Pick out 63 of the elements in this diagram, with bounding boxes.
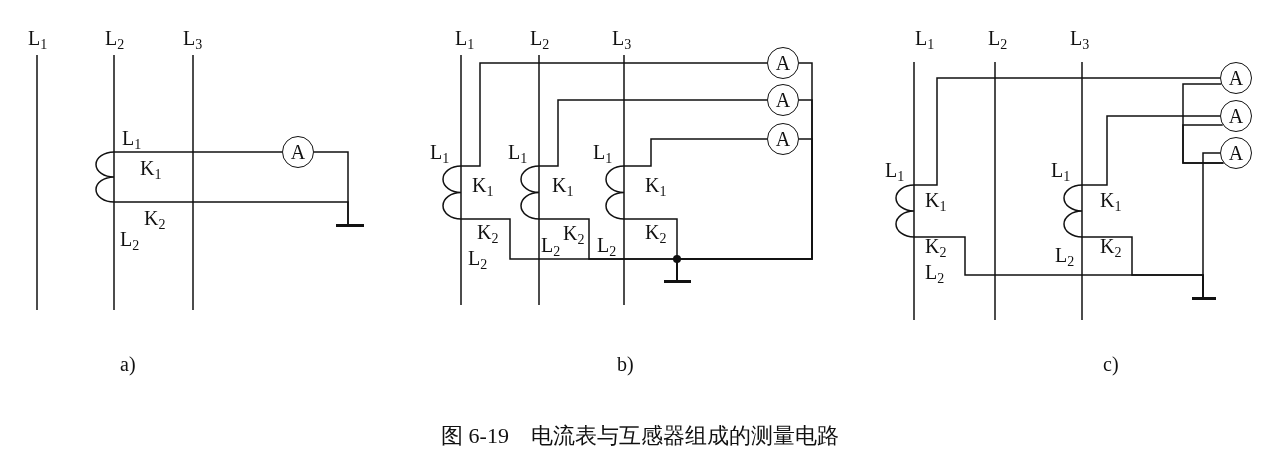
terminal-label: L$_{2}$	[597, 233, 617, 257]
phase-label: L$_{2}$	[530, 26, 550, 50]
coil-symbol	[1063, 185, 1082, 237]
terminal-label: L$_{2}$	[925, 260, 945, 284]
panel-label: b)	[617, 352, 634, 376]
wire	[1182, 124, 1225, 164]
terminal-label: K$_{2}$	[1100, 234, 1122, 258]
ammeter-symbol: A	[767, 84, 799, 116]
terminal-label: L$_{1}$	[593, 140, 613, 164]
phase-label: L$_{3}$	[183, 26, 203, 50]
terminal-label: K$_{2}$	[645, 220, 667, 244]
phase-label: L$_{1}$	[455, 26, 475, 50]
phase-label: L$_{3}$	[1070, 26, 1090, 50]
wire	[538, 99, 768, 167]
phase-label: L$_{2}$	[105, 26, 125, 50]
terminal-label: L$_{1}$	[1051, 158, 1071, 182]
phase-label: L$_{3}$	[612, 26, 632, 50]
ammeter-symbol: A	[1220, 137, 1252, 169]
wire	[623, 218, 678, 281]
terminal-label: L$_{2}$	[120, 227, 140, 251]
ammeter-symbol: A	[282, 136, 314, 168]
wire	[113, 151, 283, 153]
terminal-label: K$_{2}$	[925, 234, 947, 258]
terminal-label: L$_{1}$	[508, 140, 528, 164]
terminal-label: L$_{1}$	[430, 140, 450, 164]
wire	[1081, 236, 1204, 298]
ammeter-symbol: A	[767, 47, 799, 79]
coil-symbol	[520, 166, 539, 219]
terminal-label: L$_{1}$	[122, 126, 142, 150]
terminal-label: L$_{1}$	[885, 158, 905, 182]
ammeter-symbol: A	[1220, 100, 1252, 132]
wire	[913, 77, 1221, 186]
phase-label: L$_{1}$	[28, 26, 48, 50]
terminal-label: K$_{1}$	[645, 173, 667, 197]
terminal-label: K$_{1}$	[1100, 188, 1122, 212]
panel-label: c)	[1103, 352, 1119, 376]
terminal-label: K$_{1}$	[140, 156, 162, 180]
terminal-label: K$_{1}$	[552, 173, 574, 197]
phase-label: L$_{2}$	[988, 26, 1008, 50]
terminal-label: L$_{2}$	[541, 233, 561, 257]
coil-symbol	[442, 166, 461, 219]
wire	[113, 201, 349, 225]
ground-symbol	[664, 280, 691, 283]
phase-label: L$_{1}$	[915, 26, 935, 50]
ammeter-symbol: A	[767, 123, 799, 155]
wire	[460, 62, 768, 167]
terminal-label: K$_{1}$	[925, 188, 947, 212]
panel-label: a)	[120, 352, 136, 376]
ammeter-symbol: A	[1220, 62, 1252, 94]
terminal-label: K$_{2}$	[563, 221, 585, 245]
terminal-label: K$_{2}$	[144, 206, 166, 230]
ground-symbol	[1192, 297, 1216, 300]
wire	[1081, 115, 1221, 186]
coil-symbol	[605, 166, 624, 219]
terminal-label: K$_{2}$	[477, 220, 499, 244]
coil-symbol	[895, 185, 914, 237]
coil-symbol	[95, 152, 114, 202]
terminal-label: L$_{2}$	[468, 246, 488, 270]
figure-caption: 图 6-19 电流表与互感器组成的测量电路	[441, 423, 839, 448]
wire	[623, 138, 768, 167]
terminal-label: L$_{2}$	[1055, 243, 1075, 267]
terminal-label: K$_{1}$	[472, 173, 494, 197]
ground-symbol	[336, 224, 364, 227]
